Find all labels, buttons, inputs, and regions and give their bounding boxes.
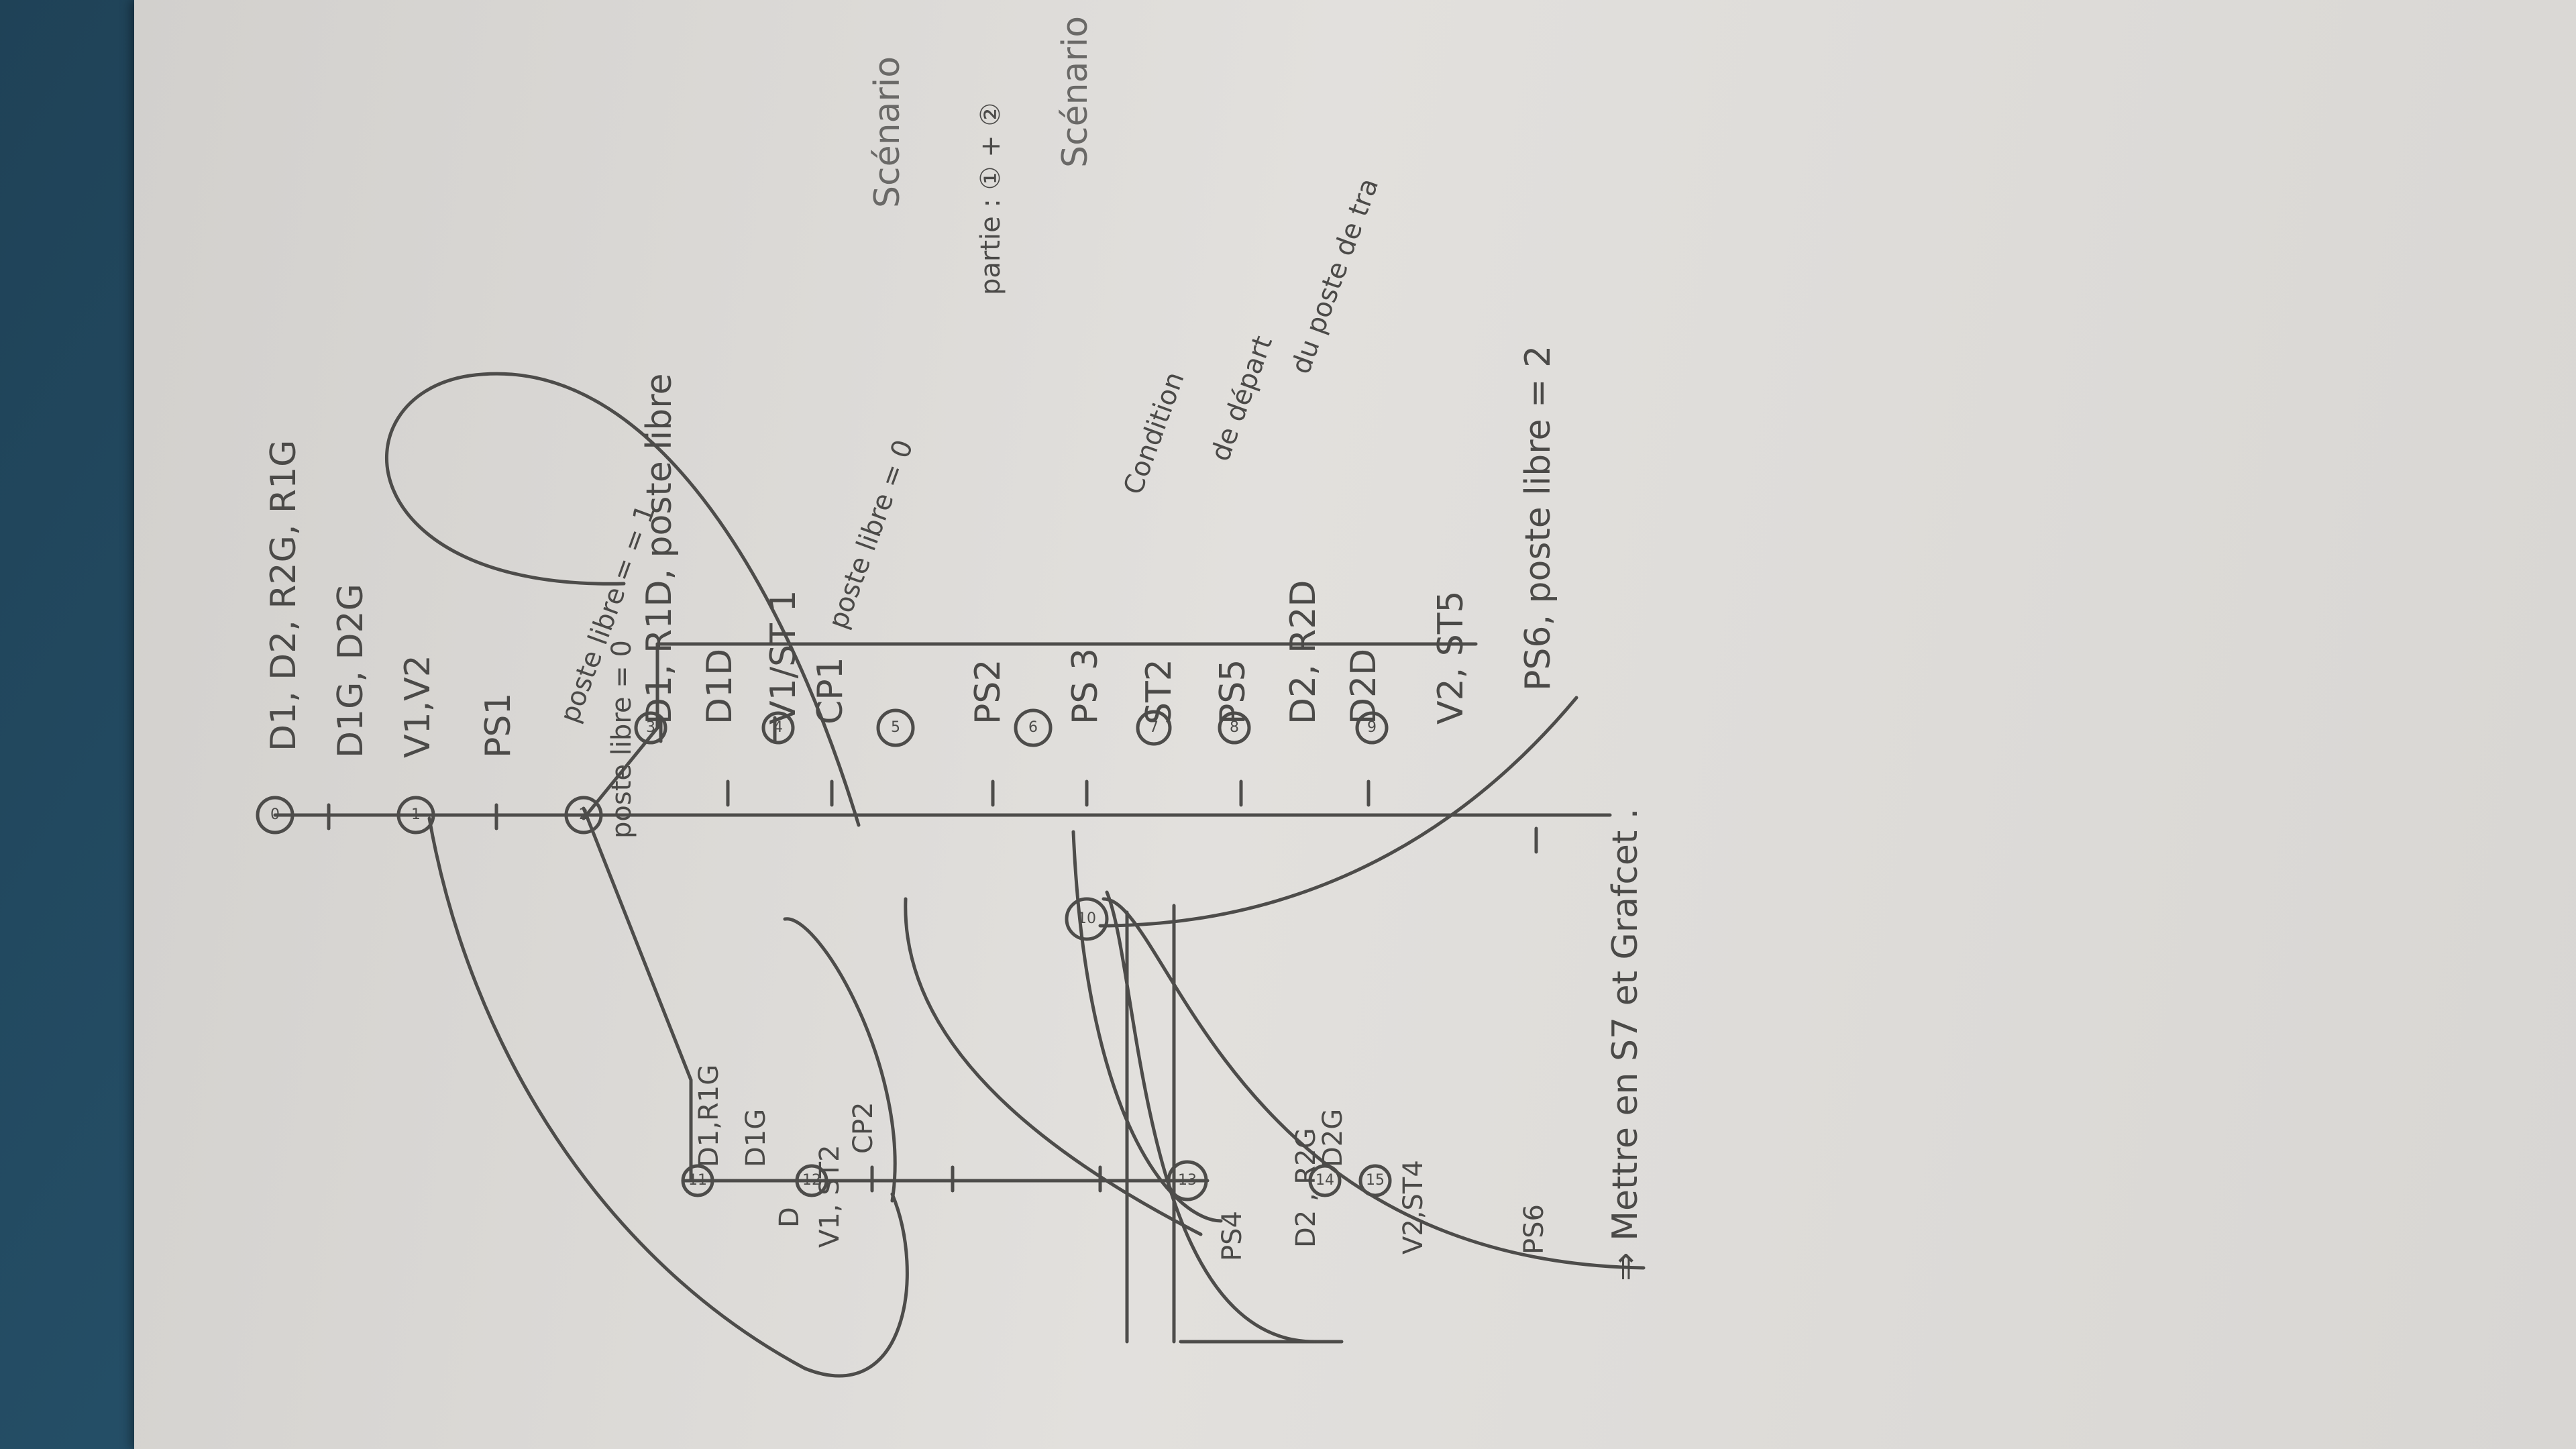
step4-actions: V1/ST 1 — [763, 590, 804, 724]
step-circles — [256, 708, 1392, 1201]
transition-15-10: PS6 — [1519, 1204, 1550, 1254]
footer-note: ⇒ Mettre en S7 et Grafcet . — [1605, 808, 1646, 1281]
step0-actions: D1, D2, R2G, R1G — [264, 440, 304, 751]
transition-8-9: D2D — [1344, 649, 1384, 724]
step14-actions: D2 , R2G — [1291, 1128, 1322, 1248]
scenario-label-a: Scénario — [867, 56, 908, 208]
step-number: 14 — [1316, 1172, 1334, 1189]
transition-1-2: PS1 — [478, 693, 519, 758]
step-number: 2 — [579, 806, 588, 823]
step-number: 11 — [688, 1172, 707, 1189]
paper-sheet — [134, 0, 2576, 1449]
step-number: 3 — [646, 719, 655, 736]
transition-12-13: CP2 — [848, 1102, 879, 1155]
step1-actions: V1,V2 — [398, 655, 438, 758]
step-number: 9 — [1367, 719, 1377, 736]
step-number: 7 — [1149, 719, 1159, 736]
step6-actions: PS 3 — [1065, 648, 1106, 724]
step-number: 10 — [1077, 910, 1096, 927]
transition-14-15: D2G — [1318, 1109, 1348, 1167]
step-number: 1 — [411, 806, 421, 823]
scenario-label-b: Scénario — [1055, 16, 1095, 168]
transition-bars — [327, 716, 1538, 1193]
step10-loops — [1071, 696, 1646, 1270]
step-numbers: 0 1 2 3 4 5 6 7 8 9 10 11 12 13 14 15 — [270, 719, 1385, 1189]
transition-9-10: PS6, poste libre = 2 — [1518, 345, 1558, 691]
condition-line3: du poste de tra — [1285, 174, 1385, 378]
step-number: 5 — [891, 719, 900, 736]
transition-0-1: D1G, D2G — [331, 584, 371, 758]
step12-actions-line1: D — [774, 1207, 805, 1228]
step-number: 12 — [802, 1172, 821, 1189]
step9-actions: V2, ST5 — [1431, 590, 1471, 724]
transition-7-8: PS5 — [1213, 659, 1253, 724]
transition-5-6: PS2 — [968, 659, 1008, 724]
step12-actions-line2: V1, ST2 — [814, 1144, 845, 1248]
step-number: 6 — [1028, 719, 1038, 736]
left-branch-labels: D1,R1G D1G D V1, ST2 CP2 PS4 D2 , R2G D2… — [694, 1065, 1550, 1261]
step-number: 4 — [773, 719, 783, 736]
right-branch-labels: D1, R1D, poste libre D1D V1/ST 1 CP1 PS2… — [639, 345, 1558, 724]
transition-13-14: PS4 — [1217, 1211, 1248, 1261]
partie-label: partie : ① + ② — [975, 103, 1006, 295]
transition-11-12: D1G — [741, 1109, 771, 1167]
condition-line2: de départ — [1205, 332, 1279, 466]
step-number: 15 — [1366, 1172, 1385, 1189]
connector-lines — [582, 642, 1478, 1344]
step11-actions: D1,R1G — [694, 1065, 724, 1167]
return-loops — [385, 372, 1317, 1378]
top-labels: D1, D2, R2G, R1G D1G, D2G V1,V2 PS1 post… — [264, 436, 920, 839]
transition-3-4: D1D — [700, 649, 740, 724]
step-number: 0 — [270, 806, 280, 823]
transition-3-return: poste libre = 0 — [606, 640, 637, 839]
step-number: 13 — [1178, 1172, 1197, 1189]
transition-6-7: ST2 — [1139, 659, 1179, 724]
step8-actions: D2, R2D — [1283, 580, 1324, 724]
condition-line1: Condition — [1118, 368, 1191, 498]
transition-4-5: CP1 — [810, 657, 851, 724]
step-number: 8 — [1230, 719, 1239, 736]
transition-2-11: poste libre = 0 — [822, 436, 919, 633]
step15-actions: V2,ST4 — [1398, 1160, 1429, 1254]
step3-actions: D1, R1D, poste libre — [639, 374, 680, 724]
